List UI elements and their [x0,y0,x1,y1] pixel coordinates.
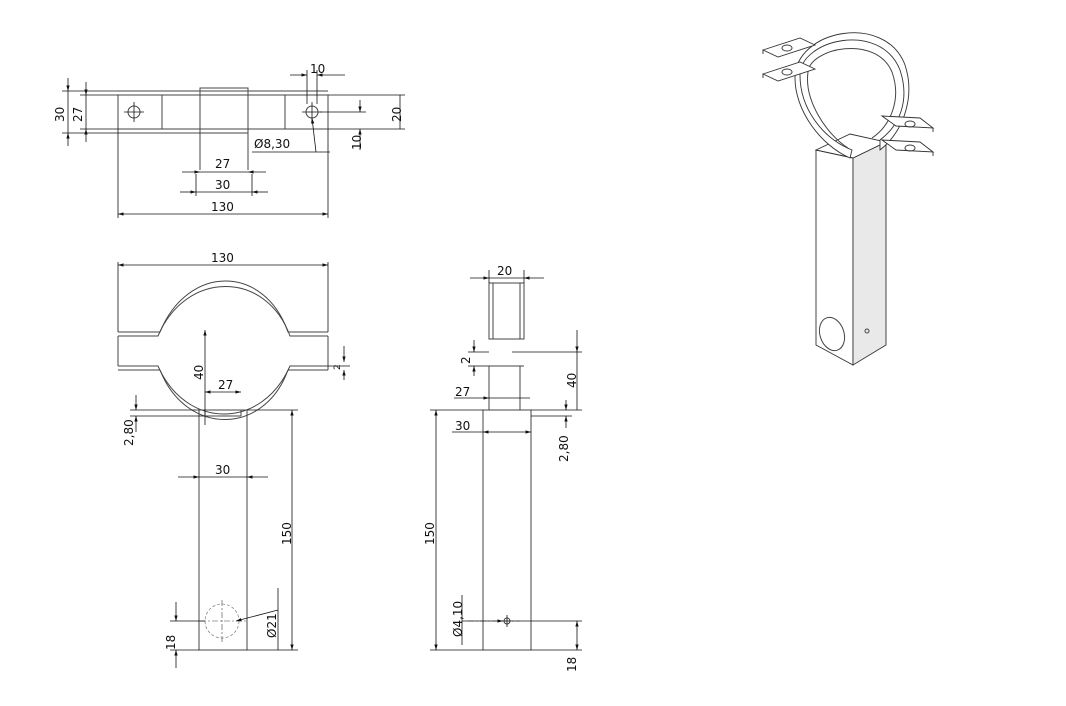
dim-side-150: 150 [423,522,437,545]
dim-side-2: 2 [459,356,473,364]
dim-top-30: 30 [53,107,67,122]
dim-top-10-height: 10 [350,135,364,150]
dim-front-130: 130 [211,251,234,265]
dim-front-30: 30 [215,463,230,477]
front-view-tube-hole [200,600,246,642]
dim-front-2: 2 [333,364,343,370]
iso-tube [814,133,888,366]
dim-top-27-width: 27 [215,157,230,171]
dim-top-hole-diameter: Ø8,30 [254,137,290,151]
dim-front-hole-diameter: Ø21 [265,613,279,638]
dim-top-130: 130 [211,200,234,214]
dim-side-hole-diameter: Ø4,10 [451,601,465,637]
dim-front-18: 18 [164,635,178,650]
dim-front-2-80: 2,80 [122,419,136,446]
dim-front-27: 27 [218,378,233,392]
dim-top-10-width: 10 [310,62,325,76]
isometric-view [761,32,935,366]
dim-side-2-80: 2,80 [557,435,571,462]
front-view-clamp-outline [117,280,329,420]
dim-side-30: 30 [455,419,470,433]
iso-right-tabs [880,115,935,156]
dim-side-20: 20 [497,264,512,278]
dim-front-150: 150 [280,522,294,545]
iso-left-tabs [761,37,817,82]
top-view-left-hole [124,102,144,122]
dim-side-27: 27 [455,385,470,399]
side-view-outline [468,282,532,651]
side-view: 20 2 40 27 30 2,80 150 Ø4,10 [423,264,582,672]
top-view: 30 27 10 20 10 Ø8,30 27 30 [53,62,405,218]
dim-side-18: 18 [565,657,579,672]
dim-front-40: 40 [192,365,206,380]
dim-side-40: 40 [565,373,579,388]
dim-top-30-width: 30 [215,178,230,192]
dim-top-20: 20 [390,107,404,122]
front-view: 130 40 27 2,80 2 30 150 Ø21 [117,251,350,668]
dim-top-27: 27 [71,107,85,122]
